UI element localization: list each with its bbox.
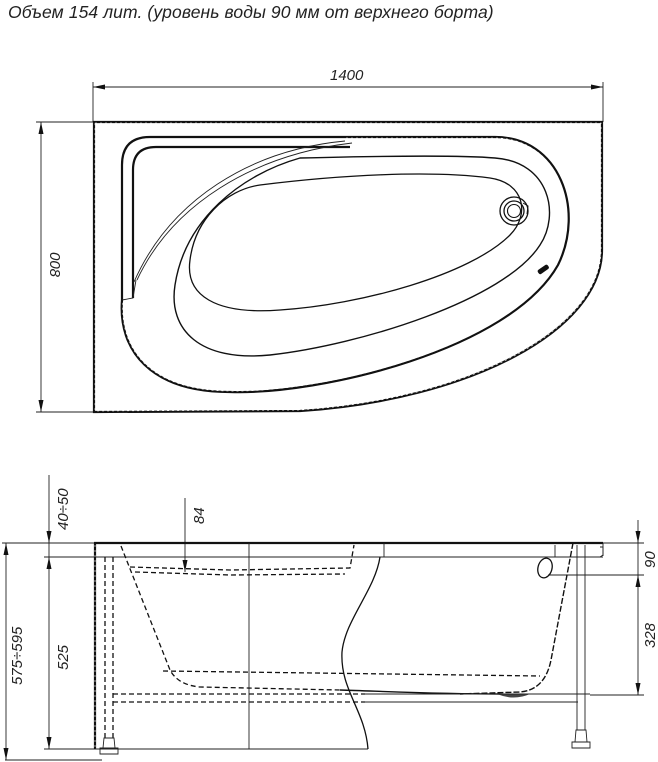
seat-outer — [120, 135, 345, 300]
outer-rim — [92, 120, 604, 414]
water-level-label: 90 — [642, 551, 658, 568]
top-view: 1400 008 — [36, 67, 604, 414]
right-leg — [576, 545, 586, 730]
total-height-label: 575÷595 — [9, 626, 26, 685]
height-dimensions: 575÷595 525 40÷50 — [2, 475, 102, 761]
bath-bowl — [188, 173, 523, 312]
inner-rim — [120, 135, 570, 394]
inner-depth-label: 328 — [642, 622, 658, 648]
depth-dimension: 008 — [36, 121, 93, 413]
depth-84-dimension: 84 — [182, 498, 208, 572]
frame-height-label: 525 — [55, 644, 72, 670]
shell-left-wall — [120, 545, 341, 691]
bottom-drain-icon — [497, 694, 530, 698]
side-view: 575÷595 525 40÷50 84 90 328 — [2, 475, 658, 761]
width-dimension: 1400 — [92, 67, 604, 122]
drain-outlet-icon — [537, 264, 549, 275]
overflow-drain-icon — [499, 196, 529, 226]
depth-label: 008 — [46, 252, 63, 278]
overflow-side-icon — [537, 557, 553, 579]
seat-inner — [131, 145, 350, 298]
width-label: 1400 — [330, 67, 364, 84]
depth-84-label: 84 — [191, 507, 208, 524]
seat-bottom — [129, 544, 355, 571]
water-level-dimensions: 90 328 — [548, 520, 658, 696]
bath-ledge — [173, 155, 551, 357]
rim-height-label: 40÷50 — [55, 488, 72, 530]
front-panel-curve — [341, 556, 381, 750]
volume-caption: Объем 154 лит. (уровень воды 90 мм от ве… — [8, 2, 494, 22]
left-leg — [104, 557, 114, 738]
